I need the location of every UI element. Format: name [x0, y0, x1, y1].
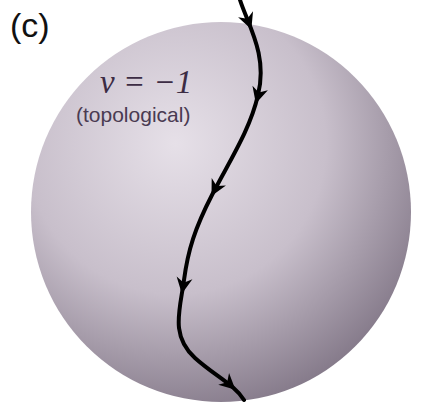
phase-label: (topological) [76, 104, 190, 125]
arrowhead [177, 277, 193, 294]
arrowhead [218, 373, 235, 390]
arrowhead [238, 11, 253, 29]
arrowhead [212, 178, 226, 196]
edge-mode-line [179, 0, 261, 400]
invariant-label: ν = −1 [100, 66, 192, 99]
panel-label: (c) [10, 8, 50, 42]
arrowhead [252, 86, 267, 104]
sphere [31, 22, 411, 402]
